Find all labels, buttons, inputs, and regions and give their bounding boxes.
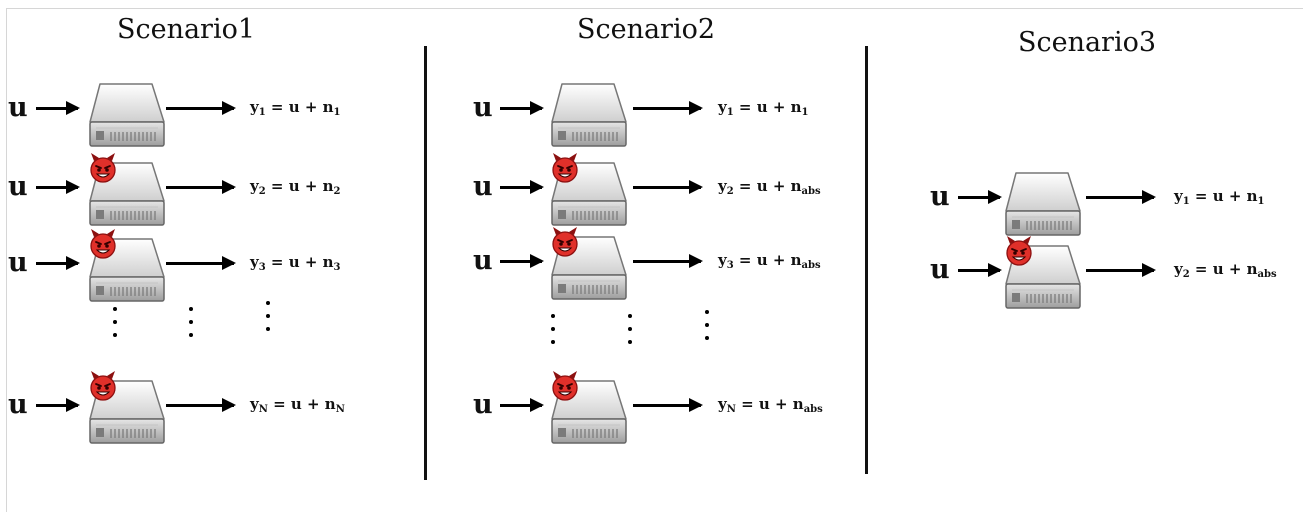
input-label-s2-row1: u [473, 92, 493, 123]
input-label-s1-row3: u [8, 247, 28, 278]
input-arrow-s1-row3 [36, 256, 80, 270]
scenario1-title: Scenario1 [116, 14, 256, 45]
input-label-s3-row1: u [930, 181, 950, 212]
devil-icon [550, 152, 580, 184]
devil-icon [88, 152, 118, 184]
output-arrow-s1-row3 [166, 256, 236, 270]
ellipsis-dots-s2-output [705, 310, 709, 349]
output-arrow-s1-row2 [166, 180, 236, 194]
scenario2-title: Scenario2 [576, 14, 716, 45]
output-equation-s2-row1: y1 = u + n1 [718, 98, 809, 118]
output-equation-s2-row3: y3 = u + nabs [718, 251, 821, 271]
server-icon [1002, 167, 1084, 239]
input-arrow-s3-row1 [958, 190, 1002, 204]
devil-icon [550, 226, 580, 258]
output-equation-s3-row2: y2 = u + nabs [1174, 260, 1277, 280]
output-arrow-s2-row4 [633, 398, 703, 412]
output-arrow-s1-row4 [166, 398, 236, 412]
scenario3-title: Scenario3 [1017, 27, 1157, 58]
output-arrow-s3-row1 [1086, 190, 1156, 204]
input-arrow-s1-row2 [36, 180, 80, 194]
server-icon [86, 78, 168, 150]
divider-right [865, 46, 868, 474]
input-label-s2-row2: u [473, 171, 493, 202]
devil-icon [88, 228, 118, 260]
output-arrow-s2-row2 [633, 180, 703, 194]
devil-icon [550, 370, 580, 402]
input-arrow-s3-row2 [958, 263, 1002, 277]
output-equation-s1-row3: y3 = u + n3 [250, 253, 341, 273]
input-label-s2-row3: u [473, 245, 493, 276]
input-label-s1-row4: u [8, 389, 28, 420]
output-equation-s2-row4: yN = u + nabs [718, 395, 823, 415]
server-icon [1002, 240, 1084, 312]
output-equation-s2-row2: y2 = u + nabs [718, 177, 821, 197]
input-label-s1-row2: u [8, 171, 28, 202]
server-icon [548, 78, 630, 150]
figure-frame [6, 8, 1303, 512]
output-arrow-s3-row2 [1086, 263, 1156, 277]
input-arrow-s2-row3 [500, 254, 544, 268]
input-arrow-s2-row1 [500, 101, 544, 115]
output-equation-s1-row4: yN = u + nN [250, 395, 345, 415]
devil-icon [1004, 235, 1034, 267]
input-label-s1-row1: u [8, 92, 28, 123]
ellipsis-dots-s2-input [551, 314, 555, 353]
ellipsis-dots-s2-server [628, 314, 632, 353]
input-label-s3-row2: u [930, 254, 950, 285]
output-equation-s3-row1: y1 = u + n1 [1174, 187, 1265, 207]
devil-icon [88, 370, 118, 402]
ellipsis-dots-s1-output [266, 301, 270, 340]
input-arrow-s1-row4 [36, 398, 80, 412]
divider-left [424, 46, 427, 480]
output-arrow-s1-row1 [166, 101, 236, 115]
ellipsis-dots-s1-server [189, 307, 193, 346]
input-arrow-s2-row2 [500, 180, 544, 194]
input-arrow-s1-row1 [36, 101, 80, 115]
output-equation-s1-row1: y1 = u + n1 [250, 98, 341, 118]
input-arrow-s2-row4 [500, 398, 544, 412]
ellipsis-dots-s1-input [113, 307, 117, 346]
output-equation-s1-row2: y2 = u + n2 [250, 177, 341, 197]
output-arrow-s2-row3 [633, 254, 703, 268]
output-arrow-s2-row1 [633, 101, 703, 115]
input-label-s2-row4: u [473, 389, 493, 420]
